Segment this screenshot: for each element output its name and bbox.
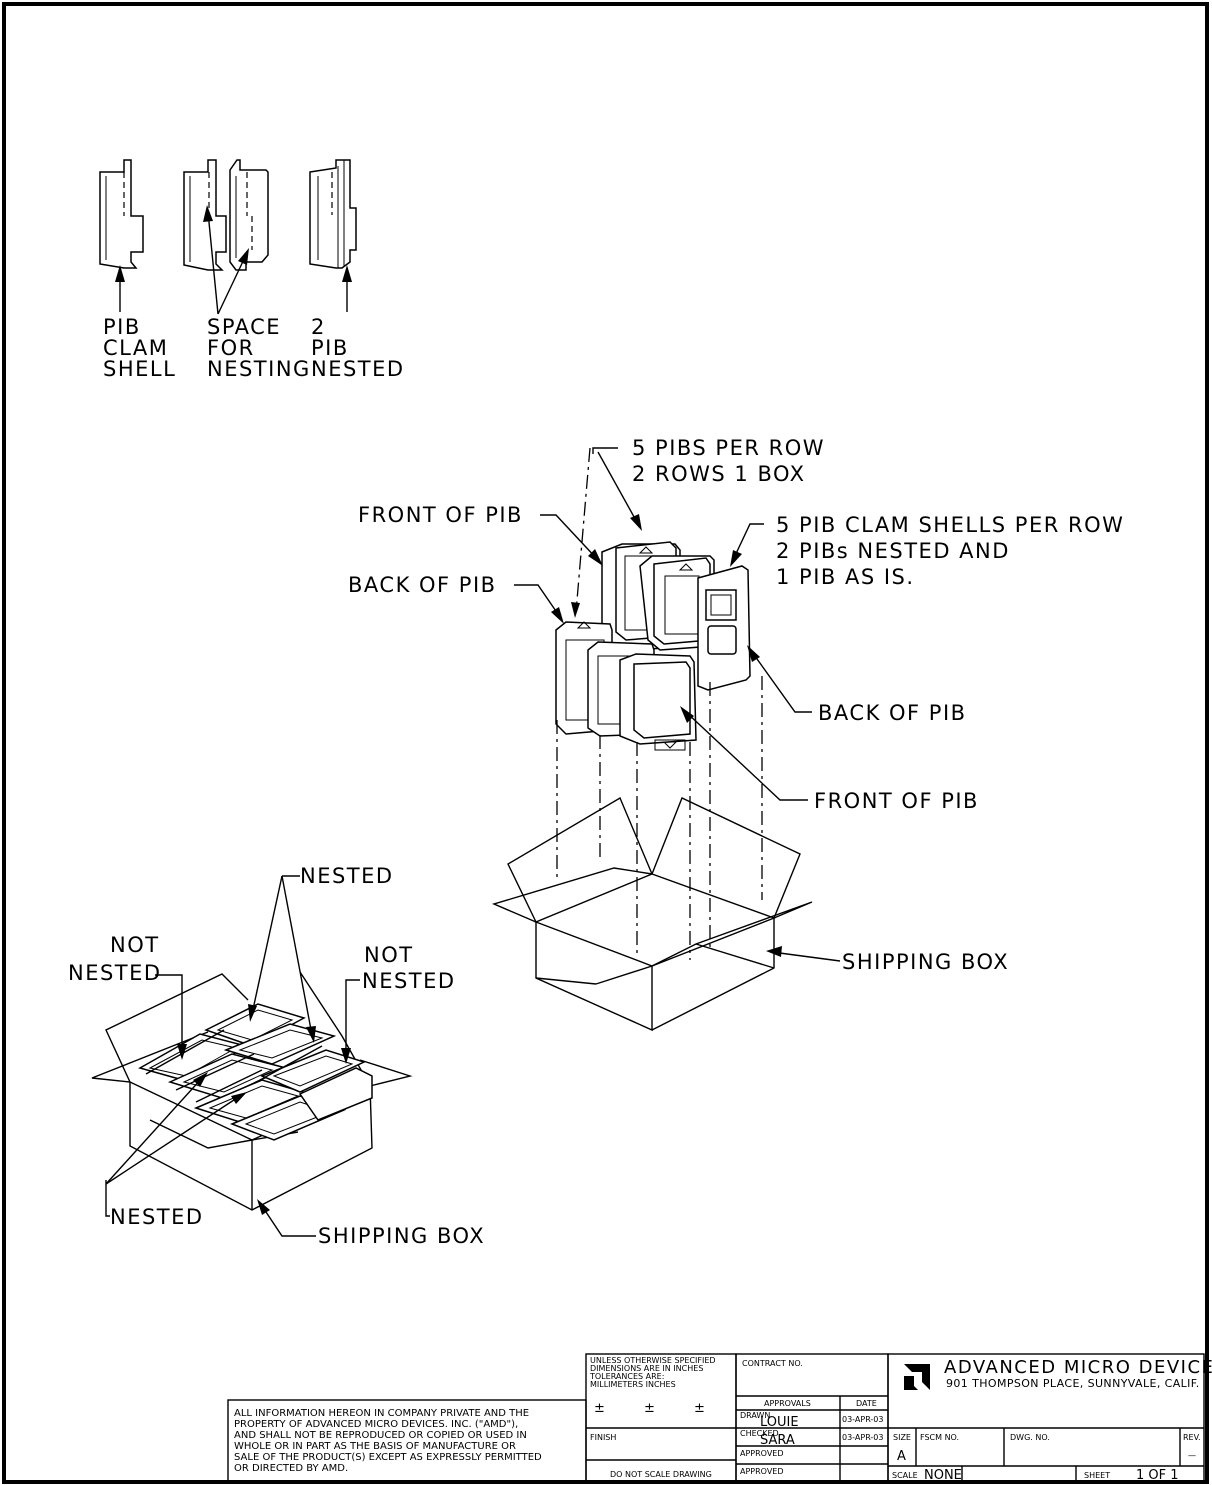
amd-logo [904,1364,930,1390]
proprietary-notice-line2: PROPERTY OF ADVANCED MICRO DEVICES. INC.… [234,1419,518,1430]
scale-label: SCALE [892,1471,918,1480]
scale-value: NONE [924,1468,962,1483]
checked-label: CHECKED [740,1429,779,1438]
sheet-value: 1 OF 1 [1136,1468,1179,1483]
back-of-pib-right-label: BACK OF PIB [818,701,967,725]
shipping-box-label-exploded: SHIPPING BOX [842,950,1009,974]
fscm-label: FSCM NO. [920,1433,959,1442]
sheet-label: SHEET [1084,1471,1110,1480]
space-for-nesting-label-line1: SPACE [207,315,281,339]
pib-nested-label-line1: 2 [311,315,326,339]
rev-value: — [1188,1451,1196,1460]
pib-clam-shell-label-line1: PIB [103,315,141,339]
packed-view: NESTED NOT NESTED NOT NESTED NESTED SHIP… [68,864,485,1248]
approved-label-2: APPROVED [740,1467,784,1476]
company-address: 901 THOMPSON PLACE, SUNNYVALE, CALIF. [946,1377,1200,1390]
tolerance-note-line1: UNLESS OTHERWISE SPECIFIED [590,1356,716,1365]
tolerance-note-line4: MILLIMETERS INCHES [590,1380,676,1389]
nested-top-label: NESTED [300,864,394,888]
pib-stack-front-row [555,621,697,751]
not-nested-right-label-line1: NOT [364,943,414,967]
approved-label-1: APPROVED [740,1449,784,1458]
pib-nested-drawing [309,159,357,312]
space-for-nesting-drawing [183,159,269,315]
packed-trays [138,1003,373,1141]
not-nested-left-label-line1: NOT [110,933,160,957]
dwg-label: DWG. NO. [1010,1433,1050,1442]
pib-back-view [697,565,751,691]
front-of-pib-bottom-label: FRONT OF PIB [814,789,979,813]
space-for-nesting-label-line2: FOR [207,336,255,360]
proprietary-notice-line3: AND SHALL NOT BE REPRODUCED OR COPIED OR… [234,1430,527,1441]
pib-clam-shell-label-line3: SHELL [103,357,176,381]
company-name: ADVANCED MICRO DEVICES [944,1357,1212,1378]
plus-minus-3: ± [694,1401,705,1416]
finish-label: FINISH [590,1433,616,1442]
pibs-per-row-label-line2: 2 ROWS 1 BOX [632,462,806,486]
exploded-view: 5 PIBS PER ROW 2 ROWS 1 BOX FRONT OF PIB… [348,436,1124,1032]
nesting-detail: PIB CLAM SHELL SPACE FOR NESTING 2 PIB N… [99,159,405,381]
not-nested-right-label-line2: NESTED [362,969,456,993]
size-label: SIZE [893,1433,911,1442]
front-of-pib-top-label: FRONT OF PIB [358,503,523,527]
shipping-box-open [491,796,813,1032]
tolerance-note-line2: DIMENSIONS ARE IN INCHES [590,1364,703,1373]
title-block: ALL INFORMATION HEREON IN COMPANY PRIVAT… [227,1353,1212,1483]
tolerance-note-line3: TOLERANCES ARE: [589,1372,664,1381]
pib-nested-label-line2: PIB [311,336,349,360]
nested-bottom-label: NESTED [110,1205,204,1229]
pib-clam-shell-drawing [99,159,144,312]
drawn-by: LOUIE [760,1415,799,1430]
proprietary-notice-line4: WHOLE OR IN PART AS THE BASIS OF MANUFAC… [234,1441,516,1452]
clam-shells-note-line2: 2 PIBs NESTED AND [776,539,1010,563]
not-nested-left-label-line2: NESTED [68,961,162,985]
clam-shells-note-line3: 1 PIB AS IS. [776,565,915,589]
do-not-scale-label: DO NOT SCALE DRAWING [610,1470,712,1479]
checked-date: 03-APR-03 [842,1433,884,1442]
shipping-box-label-packed: SHIPPING BOX [318,1224,485,1248]
drawn-label: DRAWN [740,1411,770,1420]
plus-minus-2: ± [644,1401,655,1416]
rev-label: REV. [1183,1433,1201,1442]
clam-shells-note-line1: 5 PIB CLAM SHELLS PER ROW [776,513,1124,537]
date-label: DATE [856,1399,877,1408]
proprietary-notice-line6: OR DIRECTED BY AMD. [234,1463,348,1474]
space-for-nesting-label-line3: NESTING [207,357,311,381]
pib-stack-back-row [601,541,715,651]
contract-no-label: CONTRACT NO. [742,1359,803,1368]
proprietary-notice-line5: SALE OF THE PRODUCT(S) EXCEPT AS EXPRESS… [234,1452,542,1463]
proprietary-notice-line1: ALL INFORMATION HEREON IN COMPANY PRIVAT… [234,1408,529,1419]
drawn-date: 03-APR-03 [842,1415,884,1424]
back-of-pib-left-label: BACK OF PIB [348,573,497,597]
pib-clam-shell-label-line2: CLAM [103,336,168,360]
size-value: A [897,1449,906,1464]
checked-by: SARA [760,1433,795,1448]
approvals-label: APPROVALS [764,1399,811,1408]
pibs-per-row-label-line1: 5 PIBS PER ROW [632,436,825,460]
pib-nested-label-line3: NESTED [311,357,405,381]
plus-minus-1: ± [594,1401,605,1416]
